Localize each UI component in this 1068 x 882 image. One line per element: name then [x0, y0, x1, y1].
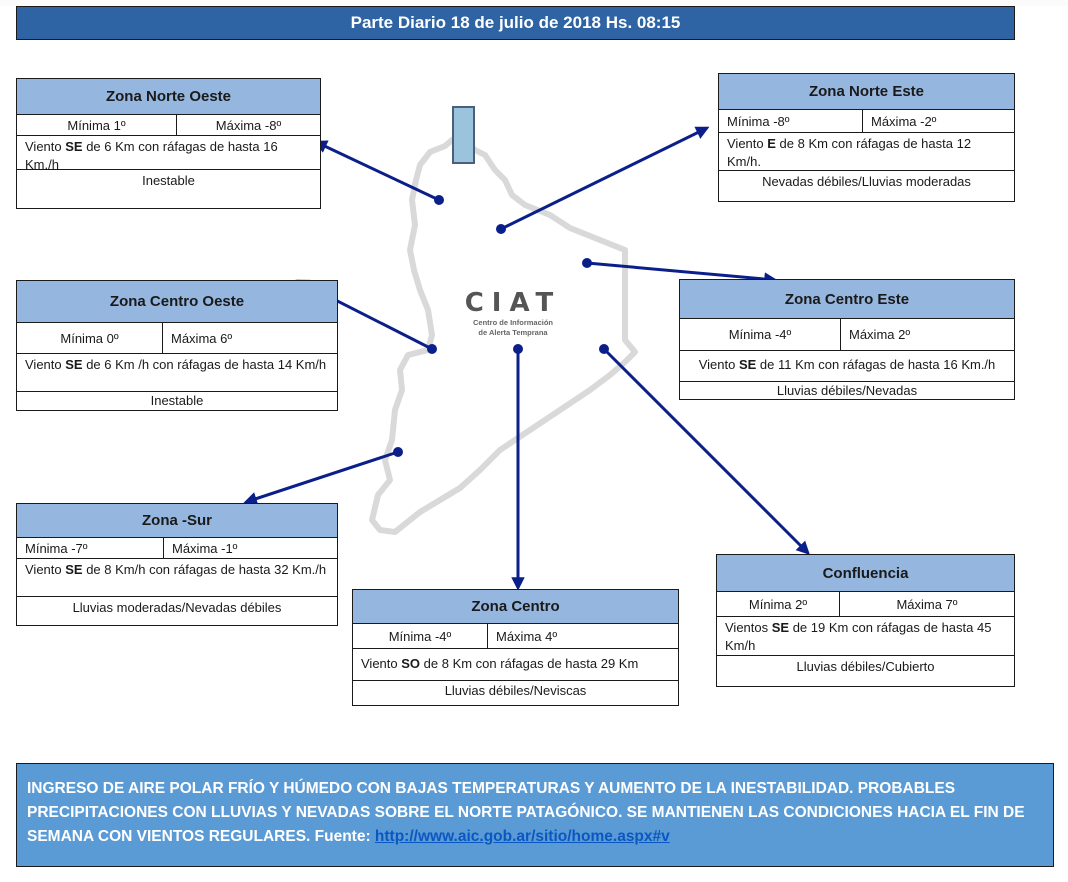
zone-min-temp: Mínima -4º: [353, 624, 488, 648]
zone-min-temp: Mínima 2º: [717, 592, 840, 616]
zone-max-temp: Máxima 7º: [896, 596, 958, 612]
zone-max-temp: Máxima 2º: [849, 327, 911, 342]
summary-text: INGRESO DE AIRE POLAR FRÍO Y HÚMEDO CON …: [27, 780, 1025, 845]
zone-card-sur: Zona -Sur Mínima -7º Máxima -1º Viento S…: [16, 503, 338, 626]
location-marker: [452, 106, 475, 164]
zone-title: Zona Norte Oeste: [17, 79, 320, 115]
zone-condition: Inestable: [142, 173, 195, 188]
zone-condition: Lluvias moderadas/Nevadas débiles: [72, 600, 282, 615]
zone-condition: Lluvias débiles/Cubierto: [796, 659, 935, 674]
arrow-centro-este: [582, 258, 778, 286]
zone-card-confluencia: Confluencia Mínima 2º Máxima 7º Vientos …: [716, 554, 1015, 687]
ciat-logo-text: CIAT: [464, 288, 562, 318]
arrow-confluencia: [599, 344, 810, 555]
arrow-centro: [511, 344, 525, 591]
zone-title: Zona Centro Oeste: [17, 281, 337, 323]
forecast-summary: INGRESO DE AIRE POLAR FRÍO Y HÚMEDO CON …: [16, 763, 1054, 867]
page-title: Parte Diario 18 de julio de 2018 Hs. 08:…: [16, 6, 1015, 40]
arrow-norte-oeste: [313, 140, 444, 205]
zone-title: Zona Centro: [353, 590, 678, 624]
zone-card-norte-este: Zona Norte Este Mínima -8º Máxima -2º Vi…: [718, 73, 1015, 202]
zone-wind: Viento E de 8 Km con ráfagas de hasta 12…: [719, 133, 1014, 171]
zone-card-norte-oeste: Zona Norte Oeste Mínima 1º Máxima -8º Vi…: [16, 78, 321, 209]
top-margin: [0, 0, 1068, 6]
zone-condition: Lluvias débiles/Nevadas: [776, 383, 918, 398]
zone-title: Zona -Sur: [17, 504, 337, 538]
zone-card-centro-oeste: Zona Centro Oeste Mínima 0º Máxima 6º Vi…: [16, 280, 338, 411]
zone-min-temp: Mínima -8º: [719, 110, 863, 132]
zone-title: Confluencia: [717, 555, 1014, 592]
ciat-subtitle-1: Centro de Información: [472, 318, 553, 327]
source-link[interactable]: http://www.aic.gob.ar/sitio/home.aspx#v: [374, 828, 670, 845]
zone-card-centro: Zona Centro Mínima -4º Máxima 4º Viento …: [352, 589, 679, 706]
zone-wind: Viento SO de 8 Km con ráfagas de hasta 2…: [353, 649, 678, 681]
zone-wind: Vientos SE de 19 Km con ráfagas de hasta…: [717, 617, 1014, 656]
arrow-norte-este: [496, 126, 710, 234]
zone-wind: Viento SE de 11 Km con ráfagas de hasta …: [680, 351, 1014, 382]
ciat-logo: CIAT Centro de Información de Alerta Tem…: [458, 288, 568, 338]
zone-min-temp: Mínima -4º: [680, 319, 841, 350]
zone-wind: Viento SE de 6 Km con ráfagas de hasta 1…: [17, 136, 320, 172]
zone-max-temp: Máxima 4º: [496, 628, 558, 644]
zone-title: Zona Norte Este: [719, 74, 1014, 110]
zone-max-temp: Máxima -1º: [172, 540, 238, 556]
province-outline: [369, 137, 638, 535]
zone-condition: Lluvias débiles/Neviscas: [444, 683, 587, 698]
zone-max-temp: Máxima -2º: [871, 113, 937, 129]
zone-min-temp: Mínima -7º: [17, 538, 164, 558]
zone-condition: Nevadas débiles/Lluvias moderadas: [762, 174, 971, 189]
zone-condition: Inestable: [150, 393, 204, 408]
zone-wind: Viento SE de 6 Km /h con ráfagas de hast…: [17, 354, 337, 392]
arrow-sur: [243, 447, 403, 506]
zone-card-centro-este: Zona Centro Este Mínima -4º Máxima 2º Vi…: [679, 279, 1015, 400]
ciat-subtitle-2: de Alerta Temprana: [478, 328, 548, 337]
zone-wind: Viento SE de 8 Km/h con ráfagas de hasta…: [17, 559, 337, 597]
zone-min-temp: Mínima 0º: [17, 323, 163, 353]
zone-min-temp: Mínima 1º: [17, 115, 177, 135]
zone-title: Zona Centro Este: [680, 280, 1014, 319]
zone-max-temp: Máxima 6º: [171, 330, 233, 346]
zone-max-temp: Máxima -8º: [215, 117, 282, 133]
